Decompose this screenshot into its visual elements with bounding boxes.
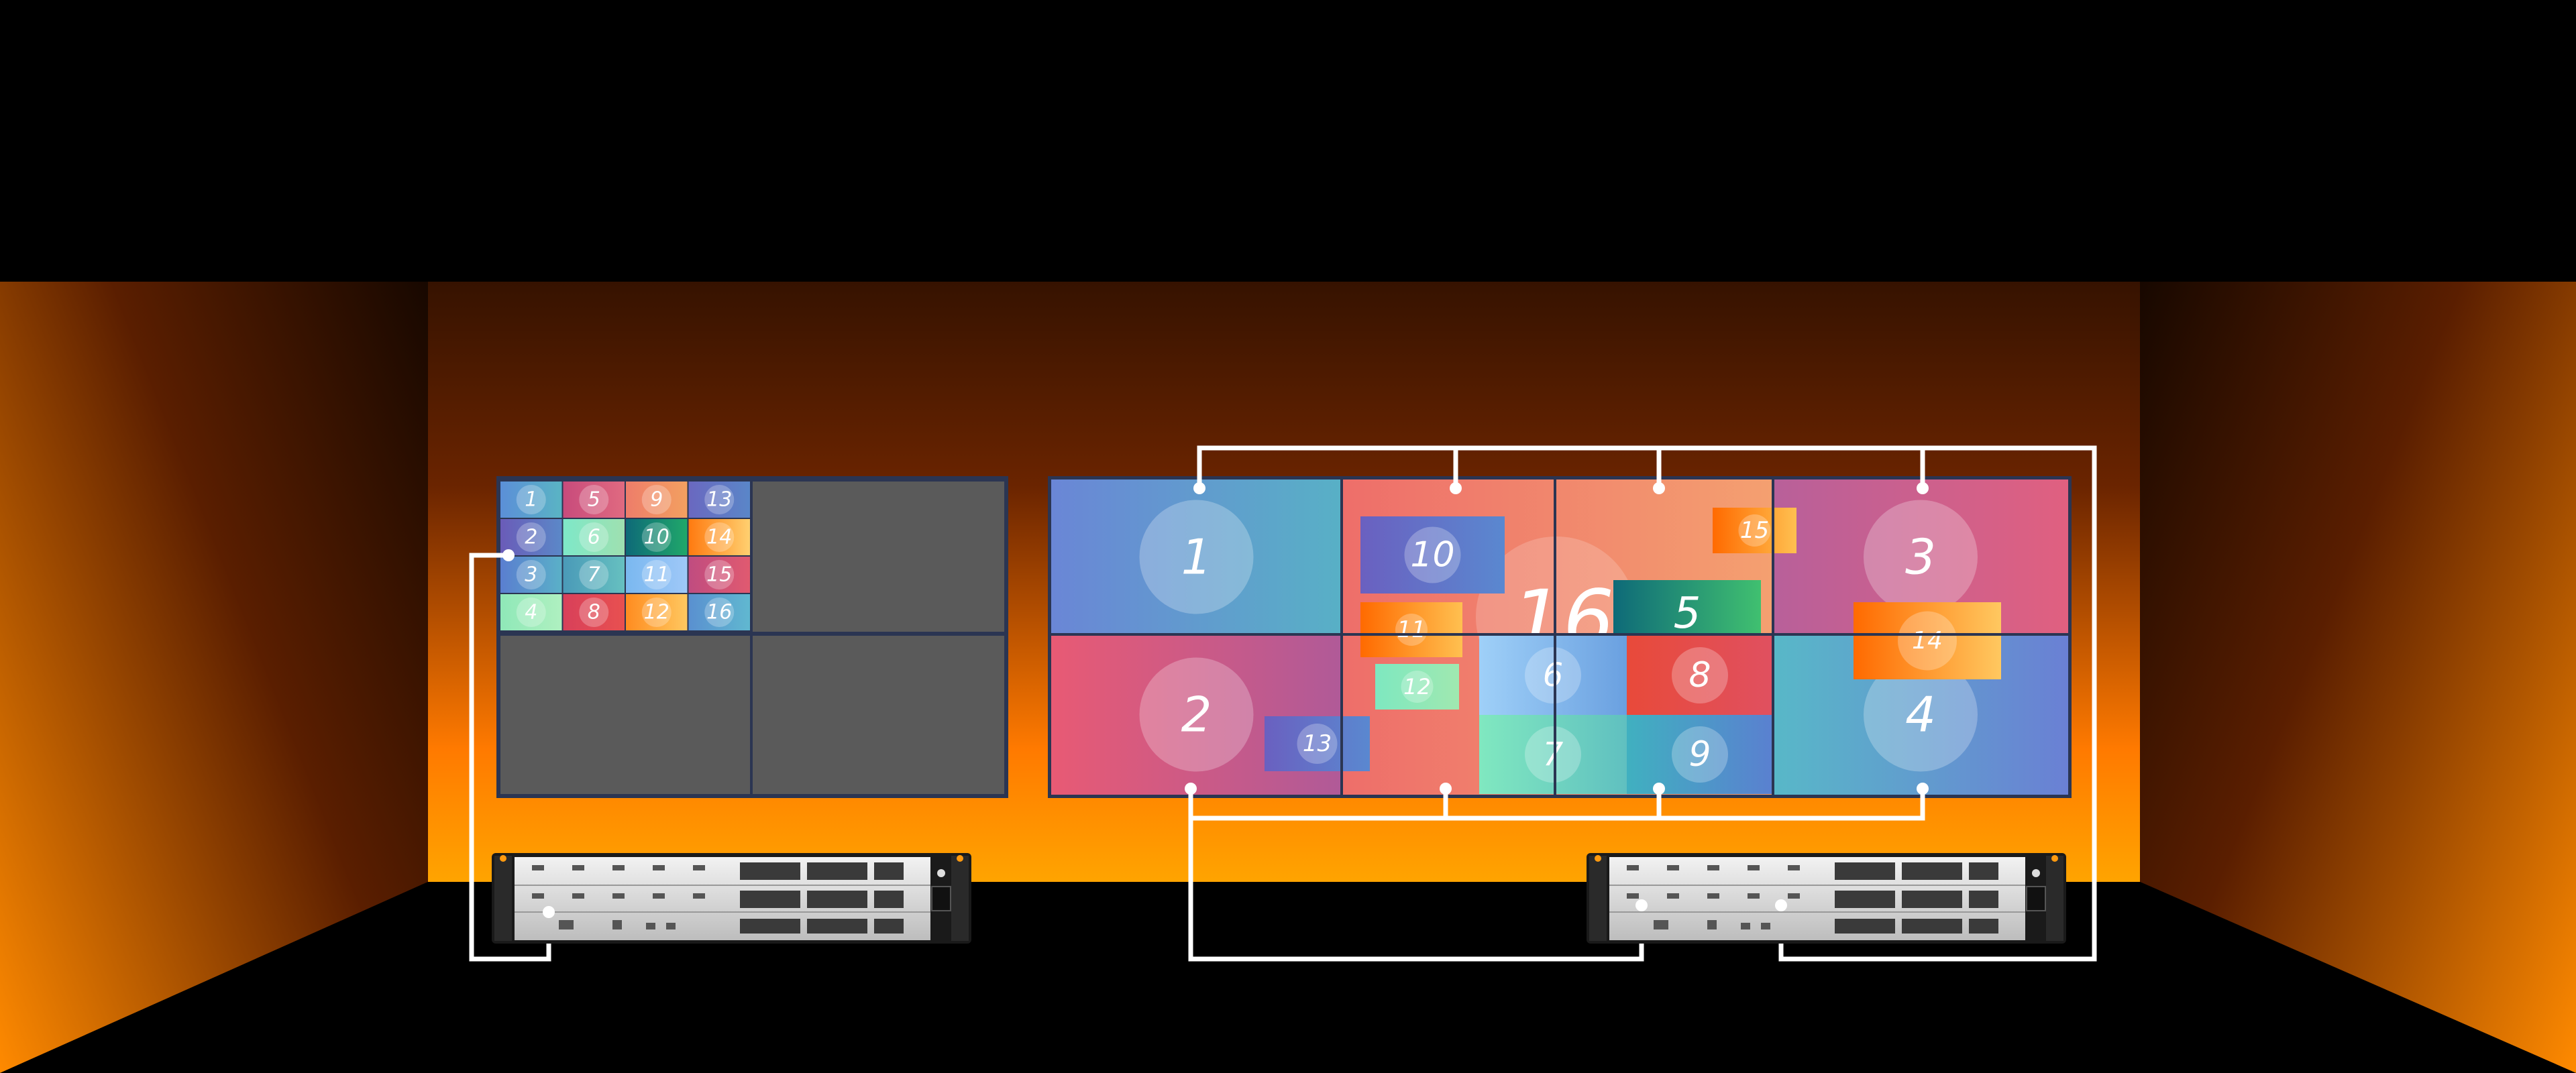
wall-tile-2-label: 2 [1181, 687, 1212, 743]
wall-tile-3-label: 3 [1905, 529, 1936, 585]
wall-window-12[interactable]: 12 [1375, 664, 1459, 710]
preview-source-1-label: 1 [525, 488, 537, 512]
wall-window-13-label: 13 [1303, 730, 1332, 757]
wall-grid-lines [1051, 479, 2068, 795]
wall-window-12-label: 12 [1403, 674, 1431, 699]
preview-source-13[interactable]: 13 [688, 482, 751, 518]
preview-source-2[interactable]: 2 [500, 519, 562, 555]
preview-source-11-label: 11 [644, 563, 669, 587]
wall-window-8[interactable]: 8 [1627, 636, 1773, 715]
wall-tile-1[interactable]: 1 [1051, 479, 1342, 634]
video-processor-right[interactable] [1586, 852, 2067, 944]
video-processor-left[interactable] [491, 852, 972, 944]
wall-window-10-label: 10 [1410, 535, 1454, 575]
preview-source-12-label: 12 [644, 601, 669, 624]
preview-source-12[interactable]: 12 [626, 594, 688, 630]
wall-window-11-label: 11 [1397, 616, 1426, 643]
wall-window-10[interactable]: 10 [1360, 516, 1505, 594]
preview-source-4-label: 4 [525, 601, 537, 624]
preview-source-16[interactable]: 16 [688, 594, 751, 630]
preview-source-6[interactable]: 6 [563, 519, 625, 555]
wall-tile-1-label: 1 [1181, 529, 1212, 585]
wall-tile-4-label: 4 [1905, 687, 1936, 743]
preview-source-14-label: 14 [706, 526, 732, 549]
wall-window-14-label: 14 [1912, 627, 1943, 655]
wall-window-7[interactable]: 7 [1479, 715, 1627, 794]
wall-window-15[interactable]: 15 [1713, 508, 1796, 553]
wall-window-5-label: 5 [1674, 589, 1701, 638]
preview-source-4[interactable]: 4 [500, 594, 562, 630]
preview-source-13-label: 13 [706, 488, 732, 512]
preview-source-1[interactable]: 1 [500, 482, 562, 518]
preview-source-11[interactable]: 11 [626, 557, 688, 593]
preview-source-16-label: 16 [706, 601, 732, 624]
wall-window-6[interactable]: 6 [1479, 636, 1627, 715]
wall-window-9[interactable]: 9 [1627, 715, 1773, 794]
wall-window-14[interactable]: 14 [1854, 602, 2001, 679]
stage-floor [0, 882, 2576, 1073]
preview-source-10[interactable]: 10 [626, 519, 688, 555]
preview-source-9-label: 9 [650, 488, 663, 512]
preview-source-8-label: 8 [588, 601, 600, 624]
cable-wall-top [1197, 445, 2097, 962]
preview-source-9[interactable]: 9 [626, 482, 688, 518]
preview-source-15-label: 15 [706, 563, 732, 587]
preview-source-2-label: 2 [525, 526, 537, 549]
preview-source-5-label: 5 [588, 488, 600, 512]
wall-window-8-label: 8 [1688, 655, 1711, 695]
wall-window-7-label: 7 [1543, 736, 1564, 773]
preview-source-7[interactable]: 7 [563, 557, 625, 593]
cable-connectors [502, 482, 1929, 795]
wall-window-6-label: 6 [1543, 657, 1564, 694]
preview-source-14[interactable]: 14 [688, 519, 751, 555]
preview-source-10-label: 10 [644, 526, 669, 549]
preview-source-8[interactable]: 8 [563, 594, 625, 630]
preview-source-7-label: 7 [588, 563, 600, 587]
wall-window-13[interactable]: 13 [1265, 716, 1370, 771]
wall-window-9-label: 9 [1688, 734, 1711, 775]
preview-source-5[interactable]: 5 [563, 482, 625, 518]
preview-source-15[interactable]: 15 [688, 557, 751, 593]
preview-source-3[interactable]: 3 [500, 557, 562, 593]
wall-tile-2[interactable]: 2 [1051, 634, 1342, 795]
wall-window-15-label: 15 [1740, 517, 1769, 544]
wall-tile-4[interactable]: 4 [1773, 634, 2068, 795]
wall-window-11[interactable]: 11 [1360, 602, 1462, 657]
preview-source-3-label: 3 [525, 563, 537, 587]
preview-source-6-label: 6 [588, 526, 600, 549]
